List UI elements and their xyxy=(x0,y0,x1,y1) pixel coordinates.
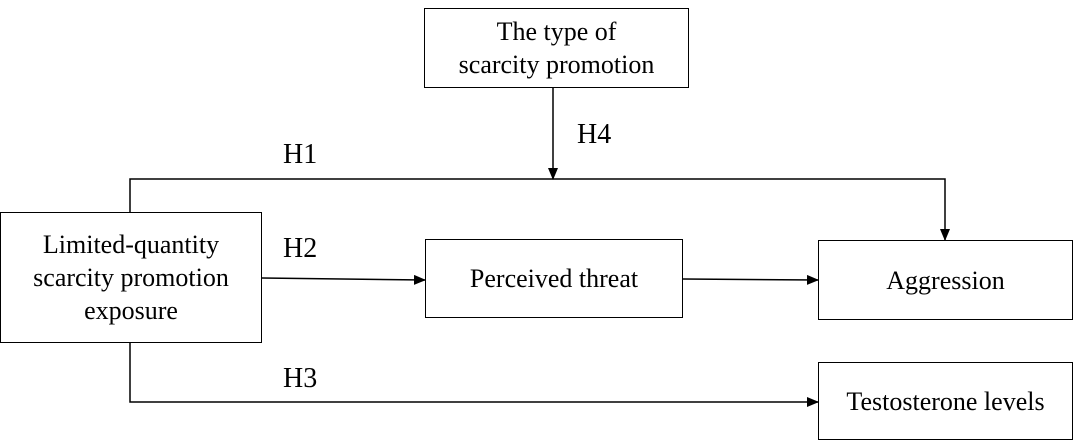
aggression-box: Aggression xyxy=(818,240,1073,320)
h4-label: H4 xyxy=(577,119,612,150)
h3-label: H3 xyxy=(283,363,318,394)
h1-path xyxy=(129,178,950,241)
moderator-label: The type of scarcity promotion xyxy=(458,17,655,79)
testosterone-label: Testosterone levels xyxy=(846,386,1045,416)
exposure-box: Limited-quantity scarcity promotion expo… xyxy=(0,212,262,343)
testosterone-box: Testosterone levels xyxy=(818,362,1073,440)
h1-label: H1 xyxy=(283,139,318,170)
h2-label: H2 xyxy=(283,233,318,264)
perceived-threat-box: Perceived threat xyxy=(425,239,683,318)
h2-path xyxy=(261,274,426,285)
threat-to-aggression-path xyxy=(682,274,819,285)
aggression-label: Aggression xyxy=(886,265,1005,295)
perceived-threat-label: Perceived threat xyxy=(469,264,639,293)
exposure-label: Limited-quantity scarcity promotion expo… xyxy=(33,230,229,325)
h3-path xyxy=(129,343,819,407)
moderator-box: The type of scarcity promotion xyxy=(424,8,689,88)
